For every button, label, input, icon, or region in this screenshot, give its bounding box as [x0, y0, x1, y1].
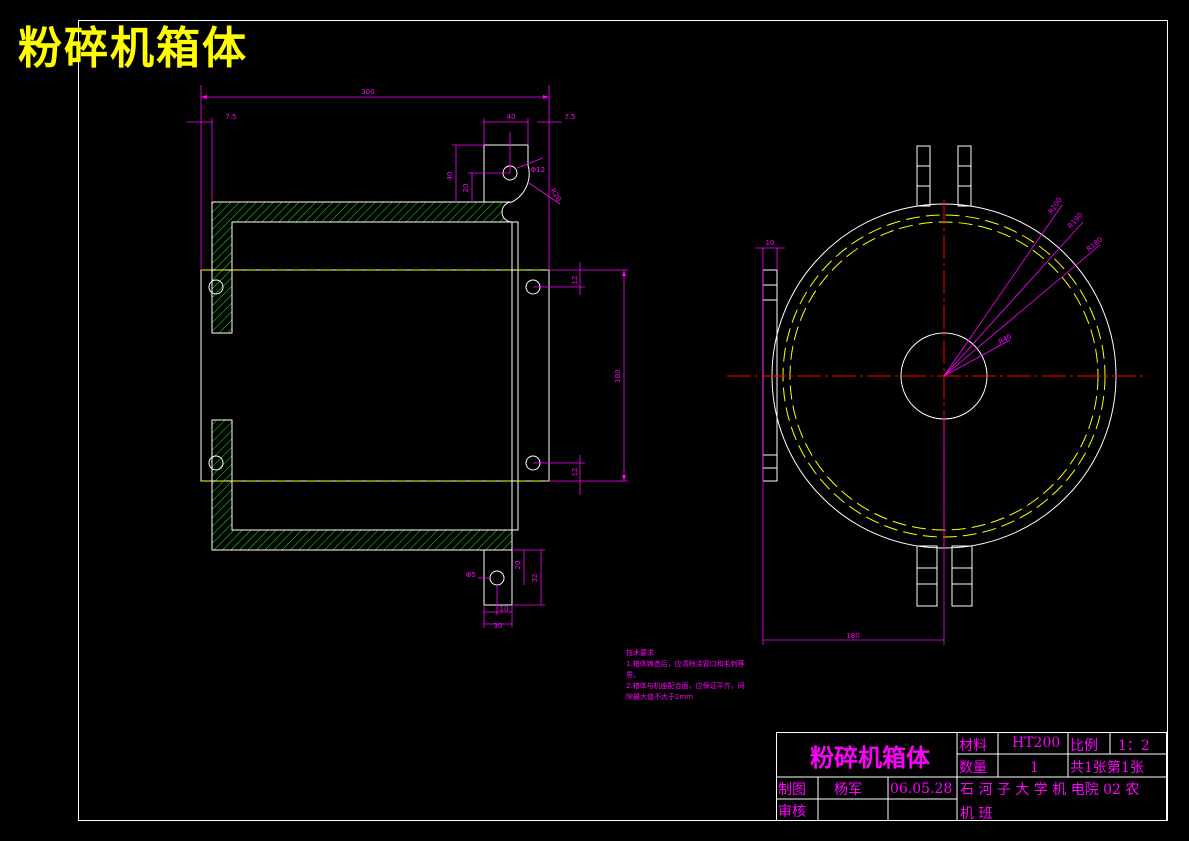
front-view-bottom-lug-hole	[489, 570, 505, 586]
dim-top-lug-height: 40	[446, 172, 454, 181]
title-block-sheet-info: 共1张第1张	[1070, 760, 1144, 776]
title-block-material-value: HT200	[1012, 735, 1061, 751]
dim-bottom-lug-width: 30	[494, 622, 503, 630]
front-view-right-wall	[511, 221, 519, 531]
dim-center-hole: R40	[997, 332, 1013, 346]
dim-mid-radius: R190	[1066, 211, 1084, 230]
dim-top-lug-center: 20	[462, 184, 470, 193]
drawing-border	[78, 20, 1168, 821]
title-block-checked-label: 审核	[778, 804, 806, 820]
front-view-dimension-arrows	[201, 95, 626, 481]
title-block-organization-2: 机 班	[960, 806, 993, 822]
dim-inner-radius: R180	[1085, 236, 1104, 254]
dim-upper-hole-offset: 12	[571, 276, 579, 285]
title-block-drawn-by: 杨军	[834, 782, 862, 798]
notes-line: 1.箱体铸造后，应清除浇冒口和毛刺等	[626, 660, 745, 668]
front-view-top-lug	[483, 144, 530, 203]
notes-line: 质。	[626, 671, 640, 679]
side-view-top-lug	[916, 145, 931, 207]
title-block-organization: 石 河 子 大 学 机 电院 02 农	[960, 782, 1140, 798]
front-view-hole	[208, 455, 224, 471]
title-block	[776, 732, 1167, 821]
dim-bottom-lug-hole: Φ5	[466, 571, 476, 579]
dim-horizontal-extent: 180	[846, 632, 859, 640]
dim-overall-width: 300	[361, 88, 374, 96]
front-view-hidden-lines	[201, 269, 549, 482]
front-view-flange	[200, 269, 550, 482]
dim-right-offset: 7.5	[564, 113, 575, 121]
dim-top-lug-width: 40	[507, 113, 516, 121]
dim-lower-hole-offset: 12	[571, 468, 579, 477]
dim-flange-width: 10	[766, 239, 775, 247]
dim-hole-spacing: 180	[614, 369, 622, 382]
title-block-scale-label: 比例	[1070, 738, 1098, 754]
title-block-drawn-date: 06.05.28	[890, 781, 953, 797]
technical-notes: 技术要求 1.箱体铸造后，应清除浇冒口和毛刺等 质。 2.箱体与机座配合面，应保…	[626, 648, 756, 703]
dim-bottom-lug-height-a: 20	[514, 561, 522, 570]
dim-bottom-lug-center: 10	[500, 605, 509, 613]
side-view-bottom-lug	[951, 545, 973, 607]
notes-line: 2.箱体与机座配合面，应保证平齐，间	[626, 682, 745, 690]
title-block-drawn-label: 制图	[778, 782, 806, 798]
dim-top-radius: R20	[549, 187, 563, 203]
title-block-part-name: 粉碎机箱体	[810, 744, 930, 772]
dim-left-offset: 7.5	[225, 113, 236, 121]
side-view-top-lug	[957, 145, 972, 207]
notes-heading: 技术要求	[626, 649, 654, 657]
front-view-dimensions	[187, 85, 628, 628]
front-view-hatched-wall	[211, 201, 513, 334]
front-view-bottom-lug	[483, 550, 513, 606]
side-view-dimensions	[755, 204, 1101, 645]
title-block-quantity-label: 数量	[959, 760, 987, 776]
title-block-material-label: 材料	[959, 738, 987, 754]
front-view-hole	[208, 279, 224, 295]
dim-bottom-lug-height-b: 32	[531, 574, 539, 583]
title-block-scale-value: 1：2	[1118, 738, 1150, 754]
title-block-quantity-value: 1	[1030, 760, 1039, 776]
side-view-bottom-lug	[916, 545, 938, 607]
notes-line: 隙最大值不大于2mm	[626, 693, 694, 701]
drawing-title: 粉碎机箱体	[18, 23, 248, 74]
front-view-hatched-wall-lower	[211, 419, 513, 551]
dim-top-hole: Φ12	[531, 166, 545, 174]
front-view	[200, 144, 550, 606]
front-view-dim-text: 300 7.5 7.5 40 40 20 Φ12 R20 180 12 12 Φ…	[225, 88, 622, 630]
